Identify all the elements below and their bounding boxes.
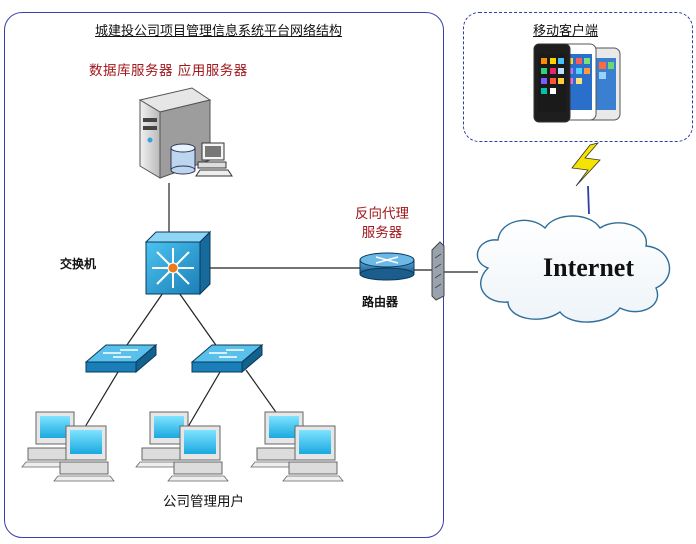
computer-icon	[167, 425, 229, 482]
reverse-proxy-label: 反向代理 服务器	[355, 206, 409, 241]
lightning-bolt-icon	[571, 142, 601, 215]
cloud-icon	[476, 215, 671, 323]
access1-pc-link	[81, 371, 119, 433]
computer-icon	[53, 425, 115, 482]
router-label: 路由器	[362, 295, 399, 309]
mobile-client-title: 移动客户端	[533, 24, 599, 39]
network-switch-icon	[84, 343, 158, 374]
desktop-computer-icon	[195, 142, 233, 177]
router-icon	[359, 252, 415, 281]
network-switch-icon	[190, 343, 264, 374]
mobile-client-frame	[463, 12, 693, 142]
users-label: 公司管理用户	[163, 494, 244, 510]
computer-icon	[282, 425, 344, 482]
firewall-icon	[431, 241, 445, 301]
connection-lines	[81, 183, 478, 433]
switch-label: 交换机	[60, 257, 97, 271]
internet-label: Internet	[543, 253, 634, 282]
smartphone-icon	[533, 43, 571, 123]
diagram-title: 城建投公司项目管理信息系统平台网络结构	[95, 24, 343, 39]
access2-pc1-link	[184, 371, 221, 433]
server-label: 数据库服务器 应用服务器	[89, 63, 248, 79]
core-switch-icon	[144, 230, 212, 296]
database-icon	[170, 143, 196, 175]
